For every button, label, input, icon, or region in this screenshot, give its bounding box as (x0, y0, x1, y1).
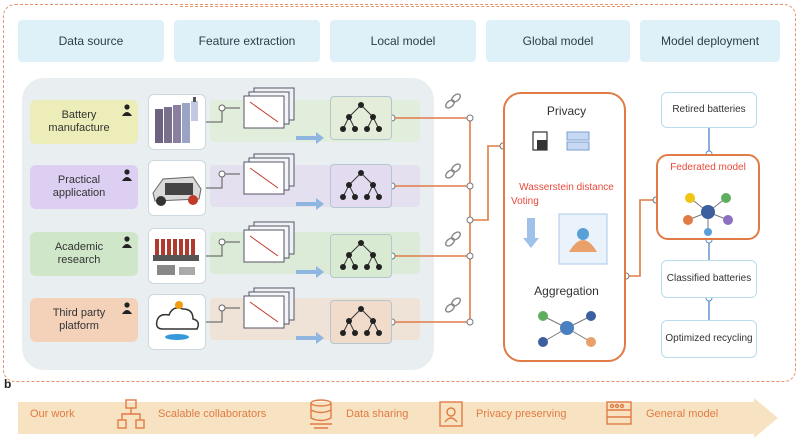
retired-batteries-box: Retired batteries (661, 92, 757, 128)
tree-model-icon (340, 170, 382, 200)
feature-stack-icon (243, 87, 295, 129)
data-sharing-label: Data sharing (346, 408, 409, 420)
vehicle-chassis-icon (152, 176, 202, 206)
general-model-label: General model (646, 408, 719, 420)
stage-local-model: Local model (330, 20, 476, 62)
feature-stack-icon (243, 221, 295, 263)
person-icon (122, 104, 132, 116)
diagram-frame (3, 4, 796, 382)
tree-model-icon (340, 240, 382, 270)
row-label-text: Practical application (52, 174, 106, 199)
stage-global-model: Global model (486, 20, 630, 62)
battery-factory-image (148, 94, 206, 150)
cloud-icon (155, 301, 200, 340)
local-model-4 (330, 300, 392, 344)
stage-label: Local model (370, 34, 436, 48)
feature-stack-icon (243, 287, 295, 329)
federated-model-label: Federated model (670, 162, 746, 173)
classified-batteries-box: Classified batteries (661, 260, 757, 298)
our-work-label: Our work (30, 408, 75, 420)
summary-arrow-bar (18, 398, 778, 438)
battery-cells-icon (155, 97, 198, 143)
database-icon (310, 399, 332, 429)
stage-feature-extraction: Feature extraction (174, 20, 320, 62)
privacy-shield-icon (439, 401, 463, 427)
row-label-academic-research: Academic research (30, 232, 138, 276)
stage-label: Model deployment (660, 34, 760, 48)
row-label-text: Third party platform (52, 307, 106, 332)
stage-model-deployment: Model deployment (640, 20, 780, 62)
local-model-1 (330, 96, 392, 140)
row-label-text: Battery manufacture (48, 109, 110, 134)
cloud-platform-image (148, 294, 206, 350)
wasserstein-label: Wasserstein distance (519, 182, 614, 193)
deploy-text: Retired batteries (672, 104, 746, 115)
row-label-text: Academic research (54, 241, 104, 266)
local-model-2 (330, 164, 392, 208)
feature-stack-icon (243, 153, 295, 195)
aggregation-title: Aggregation (534, 284, 599, 298)
scalable-collaborators-label: Scalable collaborators (158, 408, 267, 420)
optimized-recycling-box: Optimized recycling (661, 320, 757, 358)
privacy-preserving-label: Privacy preserving (476, 408, 567, 420)
local-model-3 (330, 234, 392, 278)
row-label-battery-manufacture: Battery manufacture (30, 100, 138, 144)
voting-icon (523, 213, 608, 265)
vehicle-image (148, 160, 206, 216)
voting-label: Voting (511, 196, 539, 207)
global-model-box: Privacy Wasserstein distance Voting Aggr… (503, 92, 626, 362)
privacy-title: Privacy (546, 104, 587, 118)
row-label-practical-application: Practical application (30, 165, 138, 209)
row-label-third-party-platform: Third party platform (30, 298, 138, 342)
stage-data-source: Data source (18, 20, 164, 62)
collaborators-icon (117, 399, 145, 429)
tree-model-icon (340, 306, 382, 336)
tree-model-icon (340, 102, 382, 132)
stage-label: Global model (522, 34, 594, 48)
stage-label: Data source (58, 34, 124, 48)
lab-test-image (148, 228, 206, 284)
person-icon (122, 302, 132, 314)
federated-model-box: Federated model (656, 154, 760, 240)
general-model-icon (606, 401, 632, 425)
frame-top-line (180, 0, 630, 7)
person-icon (122, 236, 132, 248)
stage-label: Feature extraction (198, 34, 296, 48)
panel-label-b: b (4, 377, 12, 391)
test-rig-icon (153, 239, 199, 275)
deploy-text: Classified batteries (666, 273, 752, 284)
federated-network-icon (683, 193, 733, 236)
person-icon (122, 169, 132, 181)
deploy-text: Optimized recycling (665, 333, 753, 344)
privacy-icons (532, 131, 590, 151)
aggregation-network-icon (538, 311, 596, 347)
